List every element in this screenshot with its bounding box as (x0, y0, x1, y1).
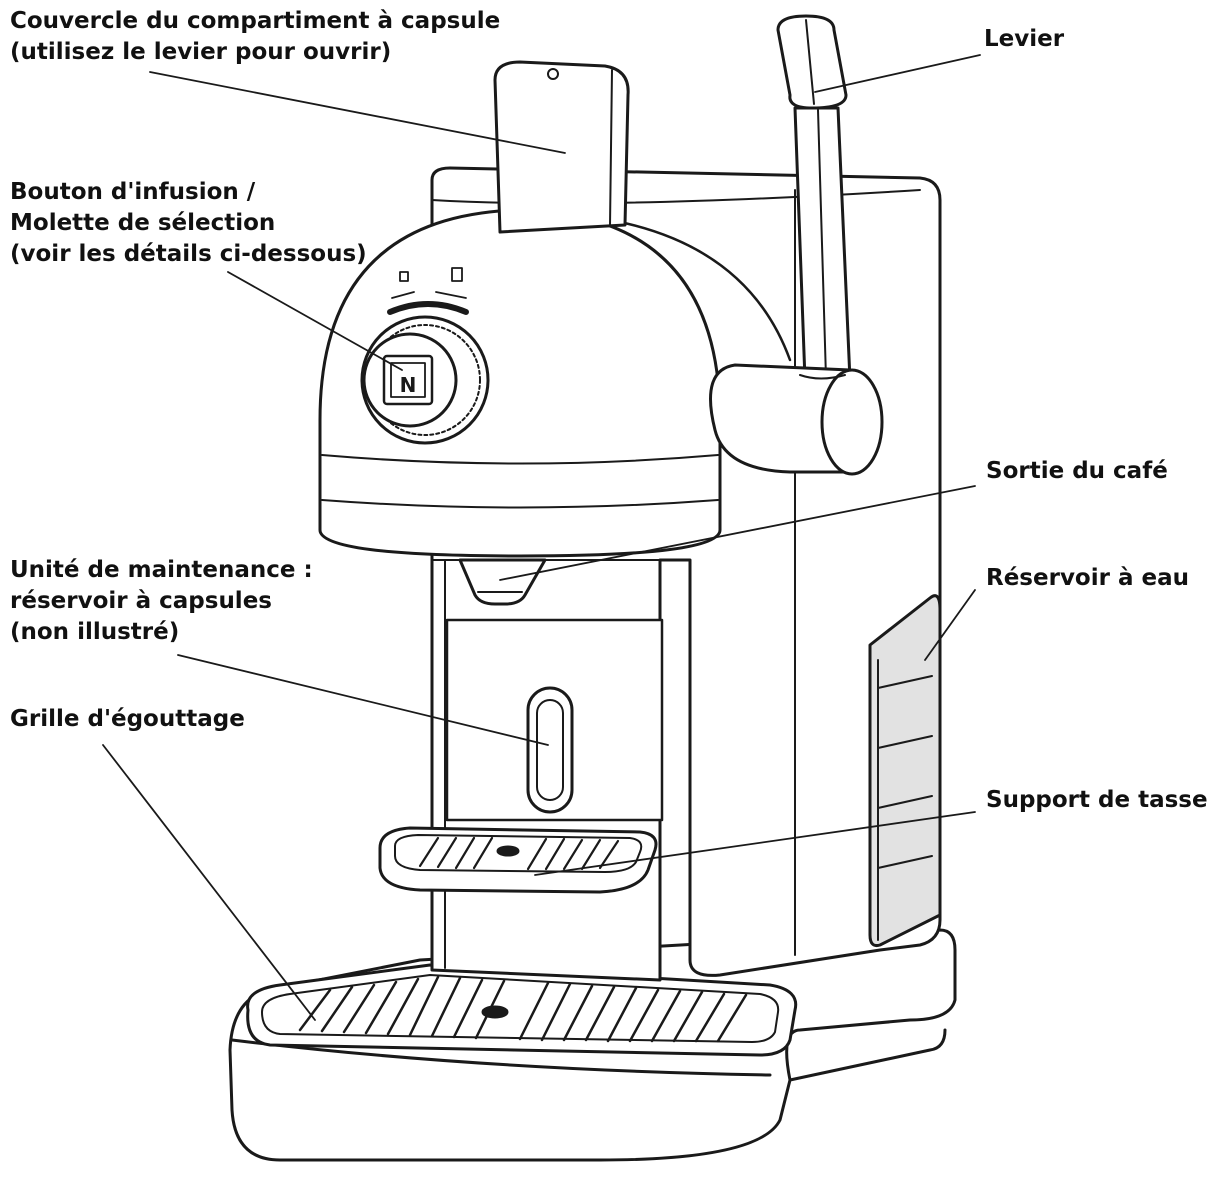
label-line: Support de tasse (986, 787, 1208, 813)
label-drip-grid: Grille d'égouttage (10, 704, 245, 735)
label-line: Bouton d'infusion / (10, 179, 256, 205)
cup-support (378, 826, 658, 894)
brew-head (318, 208, 792, 558)
label-line: Réservoir à eau (986, 565, 1189, 591)
logo-letter: N (400, 373, 417, 397)
label-maintenance-unit: Unité de maintenance : réservoir à capsu… (10, 555, 313, 648)
label-line: réservoir à capsules (10, 588, 272, 614)
leader-lines (102, 54, 981, 1021)
drip-grid (246, 963, 798, 1057)
capsule-lid (493, 60, 630, 234)
label-cup-support: Support de tasse (986, 785, 1208, 816)
label-line: Unité de maintenance : (10, 557, 313, 583)
label-lever: Levier (984, 24, 1064, 55)
coffee-outlet (458, 558, 547, 606)
label-line: Sortie du café (986, 458, 1168, 484)
label-brew-button: Bouton d'infusion / Molette de sélection… (10, 177, 367, 270)
label-line: (voir les détails ci-dessous) (10, 241, 367, 267)
label-coffee-outlet: Sortie du café (986, 456, 1168, 487)
label-capsule-lid: Couvercle du compartiment à capsule (uti… (10, 6, 500, 68)
label-line: Levier (984, 26, 1065, 52)
lever (709, 14, 884, 476)
maintenance-unit-panel (445, 618, 664, 822)
label-line: Molette de sélection (10, 210, 276, 236)
label-line: (non illustré) (10, 619, 180, 645)
water-tank (868, 594, 942, 947)
label-line: Grille d'égouttage (10, 706, 245, 732)
label-line: (utilisez le levier pour ouvrir) (10, 39, 392, 65)
label-line: Couvercle du compartiment à capsule (10, 8, 501, 34)
selection-dial (360, 267, 490, 445)
label-water-tank: Réservoir à eau (986, 563, 1189, 594)
